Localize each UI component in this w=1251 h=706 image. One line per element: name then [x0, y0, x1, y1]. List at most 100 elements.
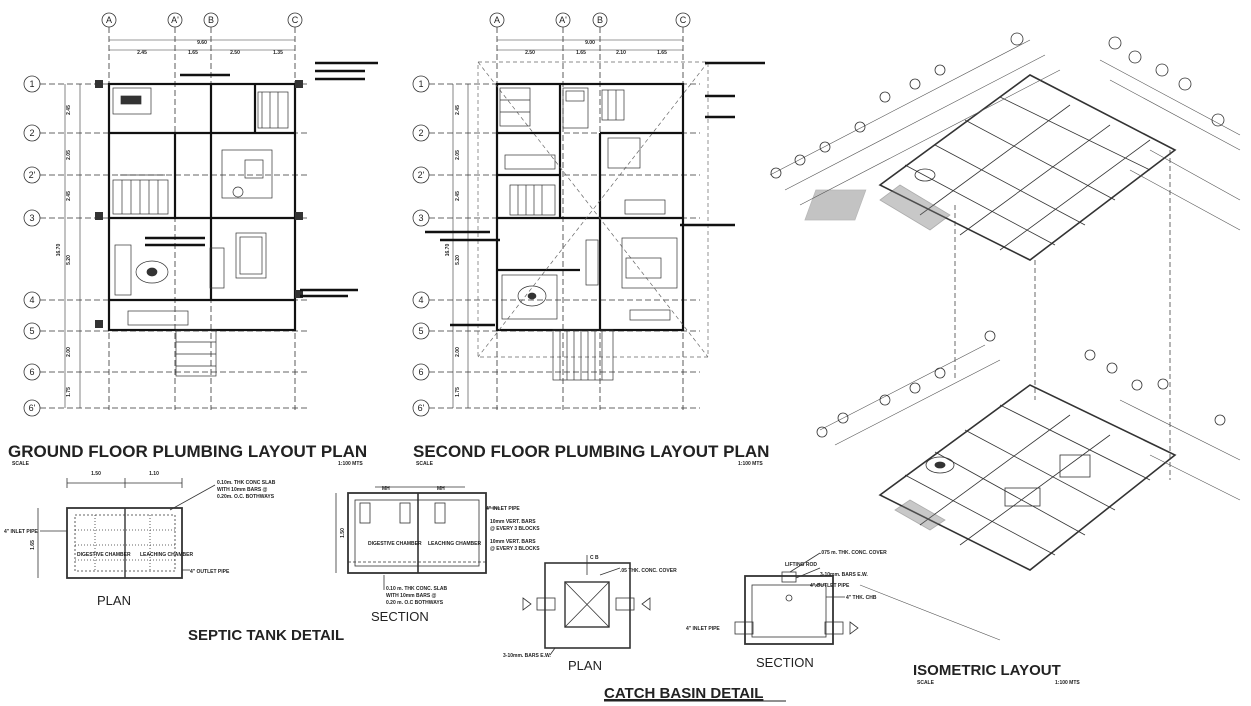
septic-bottom-note-3: 0.20 m. O.C BOTHWAYS	[386, 600, 444, 606]
second-row-grid	[412, 75, 700, 417]
ground-col-dim-3: 2.50	[230, 50, 240, 56]
catch-section-note-4: 4" OUTLET PIPE	[810, 583, 850, 589]
second-row-4: 4	[418, 295, 423, 305]
septic-section-label: SECTION	[371, 609, 429, 624]
isometric-scale-value: 1:100 MTS	[1055, 680, 1080, 686]
isometric-scale-label: SCALE	[917, 680, 935, 686]
second-row-6-prime: 6'	[418, 403, 425, 413]
septic-slab-note-2: WITH 10mm BARS @	[217, 487, 268, 493]
septic-section-inlet: 4" INLET PIPE	[486, 506, 520, 512]
septic-plan-chamber-2: LEACHING CHAMBER	[140, 552, 193, 558]
ground-furniture	[112, 87, 289, 377]
second-floor-plan: A A' B C 1 2 2' 3 4 5 6 6' 9.00 2.50 1	[412, 12, 769, 467]
septic-section-chamber-2: LEACHING CHAMBER	[428, 541, 481, 547]
ground-col-dim-1: 2.45	[137, 50, 147, 56]
iso-lower-floor	[816, 330, 1241, 641]
catch-section-note-1: .075 m. THK. CONC. COVER	[820, 550, 887, 556]
second-row-dim-5: 2.00	[455, 347, 461, 357]
ground-row-2: 2	[29, 128, 34, 138]
ground-col-b: B	[208, 15, 214, 25]
ground-floor-plan: A A' B C 1 2 2' 3 4 5 6 6' 9.60	[8, 12, 378, 467]
ground-dimensions	[64, 39, 295, 408]
second-overall-dim: 9.00	[585, 40, 595, 46]
second-row-dim-2: 2.05	[455, 150, 461, 160]
ground-row-6: 6	[29, 367, 34, 377]
catch-basin-plan	[522, 555, 651, 656]
second-row-dim-6: 1.75	[455, 387, 461, 397]
septic-section-chamber-1: DIGESTIVE CHAMBER	[368, 541, 422, 547]
ground-column-grid	[101, 12, 303, 410]
second-furniture	[499, 87, 678, 381]
ground-plan-title: GROUND FLOOR PLUMBING LAYOUT PLAN	[8, 442, 367, 461]
septic-rebar-1: 10mm VERT. BARS	[490, 519, 536, 525]
septic-rebar-3: 10mm VERT. BARS	[490, 539, 536, 545]
septic-tank-section	[335, 486, 500, 590]
septic-mh-1: MH	[382, 486, 390, 492]
second-row-3: 3	[418, 213, 423, 223]
ground-col-a-prime: A'	[171, 15, 179, 25]
septic-tank-plan	[37, 478, 216, 579]
second-scale-label: SCALE	[416, 461, 434, 467]
ground-scale-label: SCALE	[12, 461, 30, 467]
second-col-a-prime: A'	[559, 15, 567, 25]
ground-row-1: 1	[29, 79, 34, 89]
second-col-dim-3: 2.10	[616, 50, 626, 56]
septic-plan-chamber-1: DIGESTIVE CHAMBER	[77, 552, 131, 558]
second-col-dim-4: 1.65	[657, 50, 667, 56]
ground-callouts	[145, 61, 378, 298]
ground-side-dim: 16.70	[56, 244, 62, 257]
ground-col-c: C	[292, 15, 299, 25]
septic-slab-note-1: 0.10m. THK CONC SLAB	[217, 480, 276, 486]
catch-basin-title: CATCH BASIN DETAIL	[604, 685, 763, 702]
septic-inlet-note: 4" INLET PIPE	[4, 529, 38, 535]
ground-row-2-prime: 2'	[29, 170, 36, 180]
ground-row-dim-2: 2.05	[66, 150, 72, 160]
septic-title: SEPTIC TANK DETAIL	[188, 627, 344, 644]
ground-column-posts	[95, 80, 303, 328]
second-row-2: 2	[418, 128, 423, 138]
iso-upper-floor	[769, 32, 1241, 261]
catch-section-note-5: 4" THK. CHB	[846, 595, 877, 601]
catch-plan-label: PLAN	[568, 658, 602, 673]
second-row-6: 6	[418, 367, 423, 377]
ground-overall-dim: 9.60	[197, 40, 207, 46]
ground-row-5: 5	[29, 326, 34, 336]
second-dimensions	[452, 39, 683, 408]
ground-col-a: A	[106, 15, 112, 25]
second-col-c: C	[680, 15, 687, 25]
ground-col-dim-4: 1.35	[273, 50, 283, 56]
catch-bars-note: 3-10mm. BARS E.W.	[503, 653, 551, 659]
septic-outlet-note: 4" OUTLET PIPE	[190, 569, 230, 575]
ground-col-dim-2: 1.65	[188, 50, 198, 56]
second-row-dim-4: 5.20	[455, 255, 461, 265]
septic-bottom-note-1: 0.10 m. THK CONC. SLAB	[386, 586, 448, 592]
second-col-dim-1: 2.50	[525, 50, 535, 56]
catch-plan-top-mark: C B	[590, 555, 599, 561]
ground-scale-value: 1:100 MTS	[338, 461, 363, 467]
second-row-dim-3: 2.45	[455, 191, 461, 201]
ground-row-4: 4	[29, 295, 34, 305]
second-col-dim-2: 1.65	[576, 50, 586, 56]
second-walls	[495, 82, 685, 332]
ground-row-dim-4: 5.20	[66, 255, 72, 265]
second-row-1: 1	[418, 79, 423, 89]
septic-plan-dim-1: 1.50	[91, 471, 101, 477]
septic-mh-2: MH	[437, 486, 445, 492]
septic-slab-note-3: 0.20m. O.C. BOTHWAYS	[217, 494, 275, 500]
second-column-grid	[489, 12, 691, 410]
ground-row-dim-5: 2.00	[66, 347, 72, 357]
isometric-title: ISOMETRIC LAYOUT	[913, 662, 1061, 679]
second-row-2-prime: 2'	[418, 170, 425, 180]
second-row-dim-1: 2.45	[455, 105, 461, 115]
septic-plan-dim-2: 1.10	[149, 471, 159, 477]
second-scale-value: 1:100 MTS	[738, 461, 763, 467]
ground-row-3: 3	[29, 213, 34, 223]
second-outer-dashed	[477, 61, 709, 358]
septic-section-height: 1.50	[340, 528, 346, 538]
ground-row-dim-1: 2.45	[66, 105, 72, 115]
second-col-a: A	[494, 15, 500, 25]
ground-row-dim-6: 1.75	[66, 387, 72, 397]
septic-plan-label: PLAN	[97, 593, 131, 608]
septic-rebar-4: @ EVERY 3 BLOCKS	[490, 546, 540, 552]
catch-section-note-2: LIFTING ROD	[785, 562, 817, 568]
